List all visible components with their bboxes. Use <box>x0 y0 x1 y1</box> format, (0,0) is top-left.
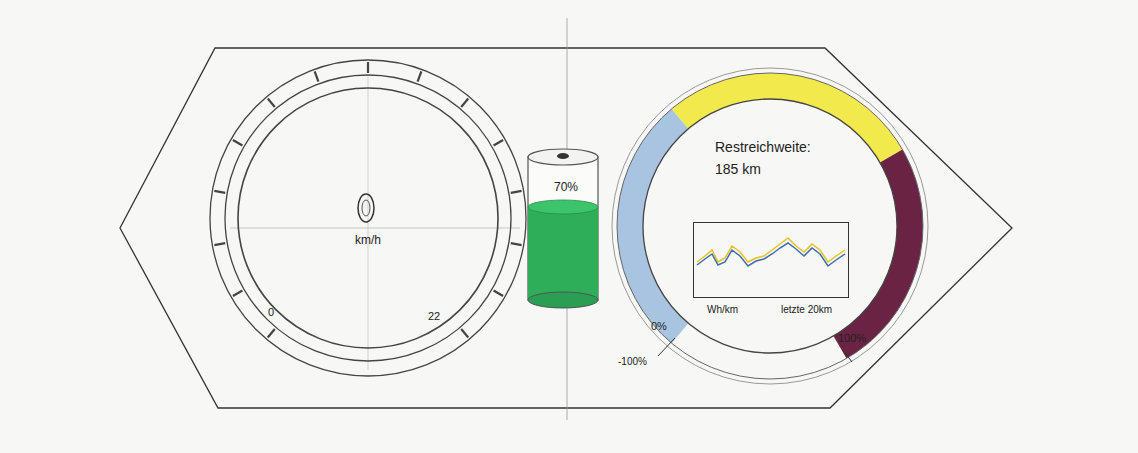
gauge-text: letzte 20km <box>781 304 832 316</box>
speed-tick <box>214 191 225 193</box>
speed-tick <box>494 140 504 146</box>
consumption-gauge <box>612 68 928 384</box>
normal-band <box>680 86 891 156</box>
gauge-text: 185 km <box>715 161 761 177</box>
speed-tick <box>268 98 275 106</box>
plot-frame <box>693 222 849 298</box>
scale-number: 0% <box>651 320 667 333</box>
speed-tick <box>268 329 275 337</box>
scale-number: 0 <box>268 306 274 319</box>
speed-tick <box>494 291 504 297</box>
speed-tick <box>233 140 243 146</box>
speed-readout <box>358 194 374 222</box>
battery-cylinder <box>528 149 598 308</box>
gauge-text: 70% <box>554 181 578 195</box>
speed-tick <box>233 291 243 297</box>
speed-readout <box>362 200 370 216</box>
recuperation-band <box>630 119 680 333</box>
speed-tick <box>367 62 369 73</box>
speed-tick <box>511 243 522 245</box>
scale-number: -100% <box>618 356 647 368</box>
speed-tick <box>511 191 522 193</box>
gauge-text: Restreichweite: <box>715 139 811 155</box>
high-consumption-band <box>840 156 910 347</box>
consumption-graph <box>697 238 845 266</box>
speed-tick <box>418 71 422 81</box>
speedometer-dial: km/h <box>210 60 526 376</box>
speed-tick <box>214 243 225 245</box>
gauge-text: Wh/km <box>707 304 738 316</box>
speed-tick <box>315 71 319 81</box>
scale-number: 100% <box>838 332 866 345</box>
speed-tick <box>461 329 468 337</box>
dashboard-housing <box>120 48 1012 408</box>
consumption-chart: Wh/km letzte 20km <box>693 222 849 318</box>
range-gauge: Restreichweite: 185 km Wh/km letzte 20km <box>615 71 925 381</box>
speedometer <box>210 60 526 376</box>
gauge-text: km/h <box>355 234 381 248</box>
scale-number: 22 <box>428 310 440 323</box>
battery-gauge: 70% <box>528 150 598 305</box>
guide-line <box>230 228 520 229</box>
scale-mark <box>658 338 675 356</box>
scale-mark <box>843 350 852 362</box>
speed-tick <box>461 98 468 106</box>
